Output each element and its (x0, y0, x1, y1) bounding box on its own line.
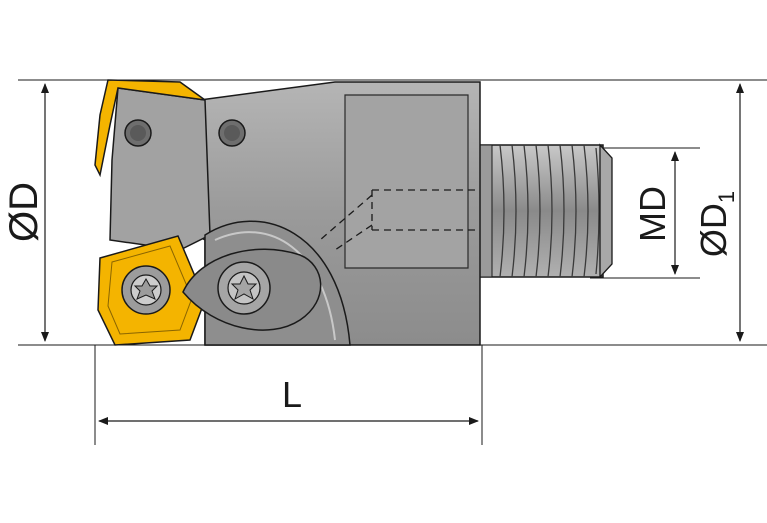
dim-label-l: L (282, 374, 302, 415)
clamp-wedge-icon (182, 248, 322, 331)
dim-label-d1: ØD1 (693, 191, 739, 257)
cutting-insert-icon (94, 79, 206, 178)
dim-label-d: ØD (2, 182, 46, 242)
coolant-channel (319, 189, 478, 251)
body-front (109, 87, 211, 251)
threaded-shank (477, 143, 613, 279)
body-flat (344, 94, 469, 269)
cutting-insert-icon (97, 235, 206, 346)
extension-lines (18, 79, 767, 445)
dimension-lines (41, 83, 744, 425)
svg-text:ØD1: ØD1 (693, 191, 739, 257)
dim-label-md: MD (632, 186, 673, 242)
